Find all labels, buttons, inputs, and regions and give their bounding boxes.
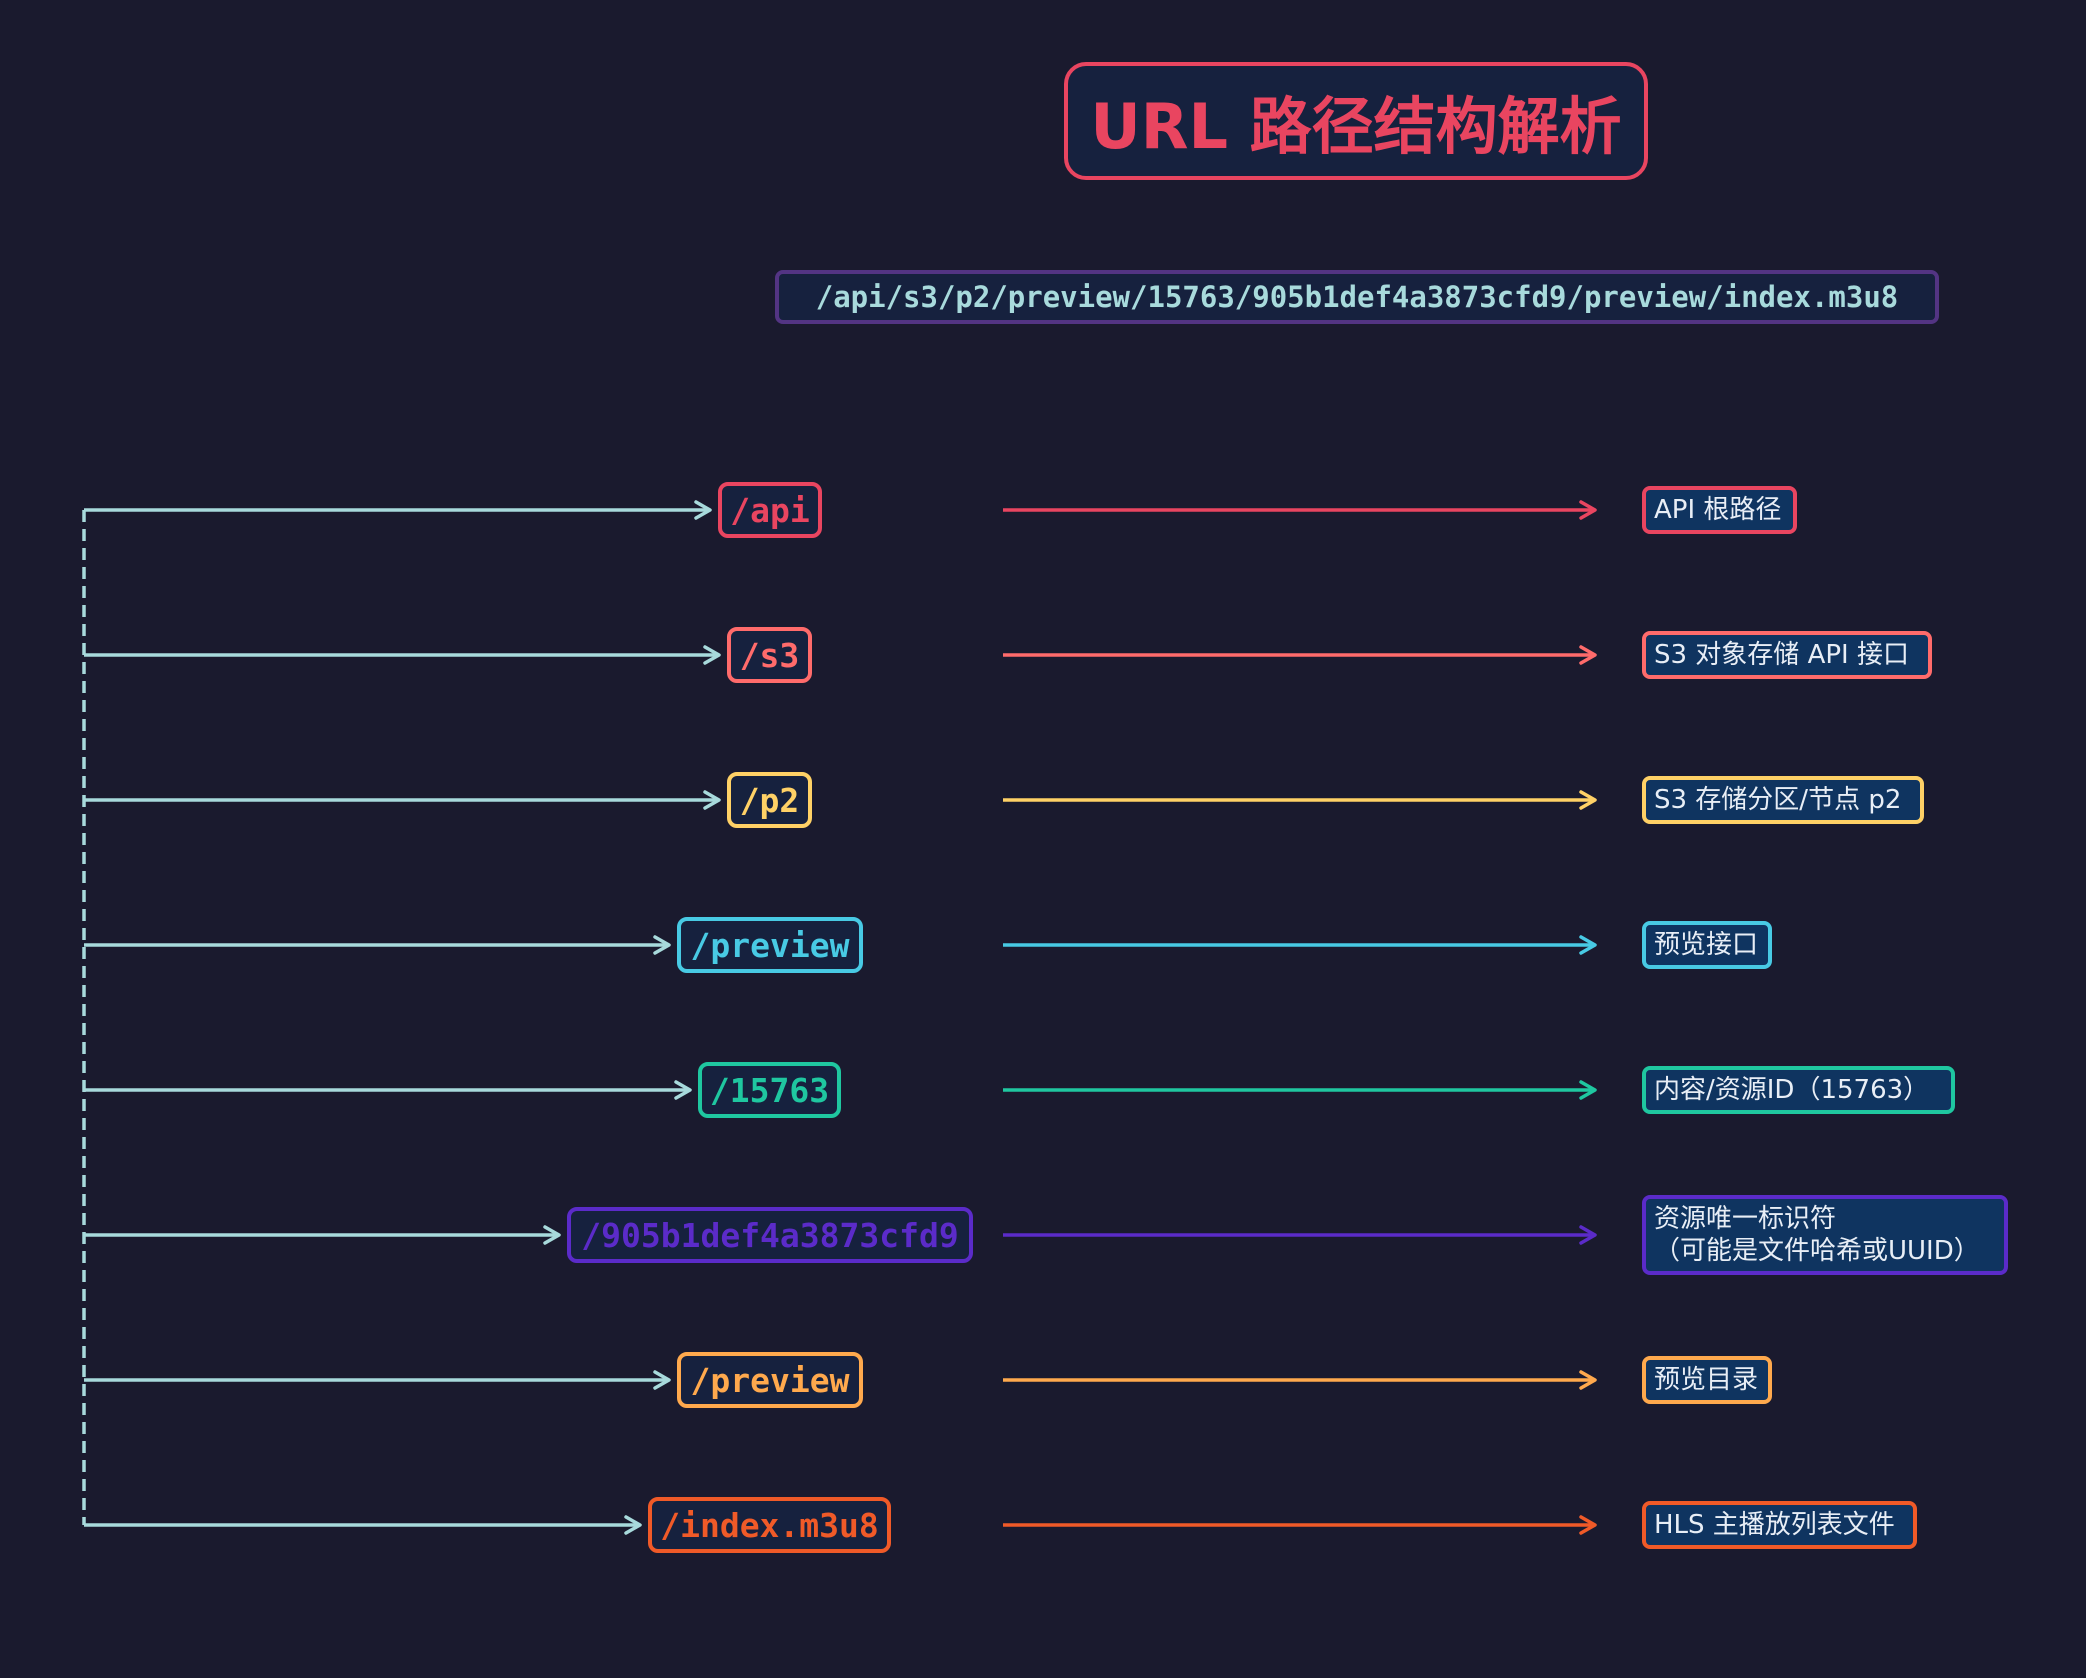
mapping-arrowhead [1579,790,1597,810]
mapping-arrowhead [1579,1370,1597,1390]
description-line: S3 对象存储 API 接口 [1654,640,1909,670]
segment-hash: /905b1def4a3873cfd9 [567,1207,973,1263]
mapping-arrowhead [1579,935,1597,955]
description-line: 资源唯一标识符 [1654,1204,1837,1234]
description-line: S3 存储分区/节点 p2 [1654,785,1902,815]
branch-arrowhead [653,935,671,955]
description-hash: 资源唯一标识符 （可能是文件哈希或UUID） [1642,1195,2008,1275]
segment-preview-api: /preview [677,917,863,973]
description-preview-api: 预览接口 [1642,921,1772,969]
description-line: 预览目录 [1654,1365,1759,1395]
description-line: 内容/资源ID（15763） [1654,1075,1930,1105]
branch-arrowhead [674,1080,692,1100]
description-line: HLS 主播放列表文件 [1654,1510,1895,1540]
description-s3: S3 对象存储 API 接口 [1642,631,1932,679]
segment-preview-dir: /preview [677,1352,863,1408]
description-p2: S3 存储分区/节点 p2 [1642,776,1924,824]
mapping-arrowhead [1579,1225,1597,1245]
mapping-arrowhead [1579,1080,1597,1100]
branch-arrowhead [703,645,721,665]
description-line: 预览接口 [1654,930,1759,960]
segment-s3: /s3 [727,627,812,683]
mapping-arrowhead [1579,1515,1597,1535]
description-line: API 根路径 [1654,495,1782,525]
full-url-box: /api/s3/p2/preview/15763/905b1def4a3873c… [775,270,1939,324]
description-preview-dir: 预览目录 [1642,1356,1772,1404]
segment-p2: /p2 [727,772,812,828]
mapping-arrowhead [1579,645,1597,665]
branch-arrowhead [653,1370,671,1390]
description-api: API 根路径 [1642,486,1797,534]
segment-index-file: /index.m3u8 [648,1497,891,1553]
branch-arrowhead [694,500,712,520]
description-line: （可能是文件哈希或UUID） [1654,1236,1980,1266]
branch-arrowhead [543,1225,561,1245]
segment-api: /api [718,482,822,538]
description-index-file: HLS 主播放列表文件 [1642,1501,1917,1549]
branch-arrowhead [703,790,721,810]
diagram-title: URL 路径结构解析 [1064,62,1648,180]
branch-arrowhead [624,1515,642,1535]
segment-resource-id: /15763 [698,1062,841,1118]
description-resource-id: 内容/资源ID（15763） [1642,1066,1955,1114]
mapping-arrowhead [1579,500,1597,520]
